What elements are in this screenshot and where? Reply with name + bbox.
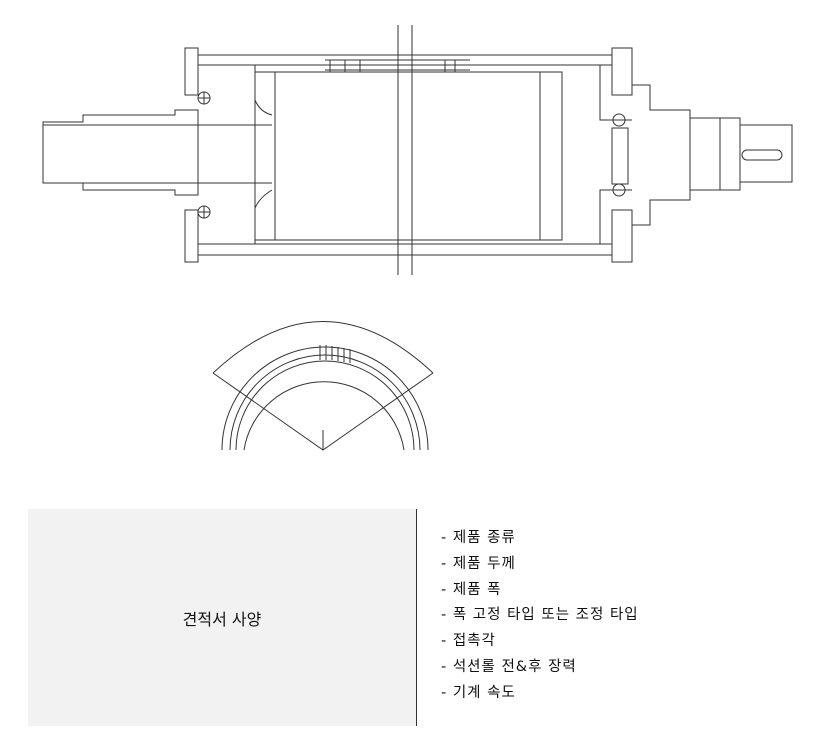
spec-item: - 접촉각 [441, 633, 496, 650]
spec-table: 견적서 사양 - 제품 종류 - 제품 두께 - 제품 폭 - 폭 고정 타입 … [28, 509, 808, 726]
spec-item: - 제품 종류 [441, 530, 516, 546]
spec-item: - 폭 고정 타입 또는 조정 타입 [441, 607, 639, 624]
roller-cross-section [42, 25, 793, 275]
spec-item-list: - 제품 종류 - 제품 두께 - 제품 폭 - 폭 고정 타입 또는 조정 타… [417, 509, 808, 726]
spec-title: 견적서 사양 [28, 509, 417, 726]
spec-item: - 제품 두께 [441, 555, 516, 572]
spec-item: - 석션롤 전&후 장력 [441, 658, 577, 675]
spec-item: - 기계 속도 [441, 684, 516, 701]
contact-angle-diagram [212, 321, 434, 451]
spec-item: - 제품 폭 [441, 581, 502, 598]
roller-technical-drawing [42, 25, 793, 451]
